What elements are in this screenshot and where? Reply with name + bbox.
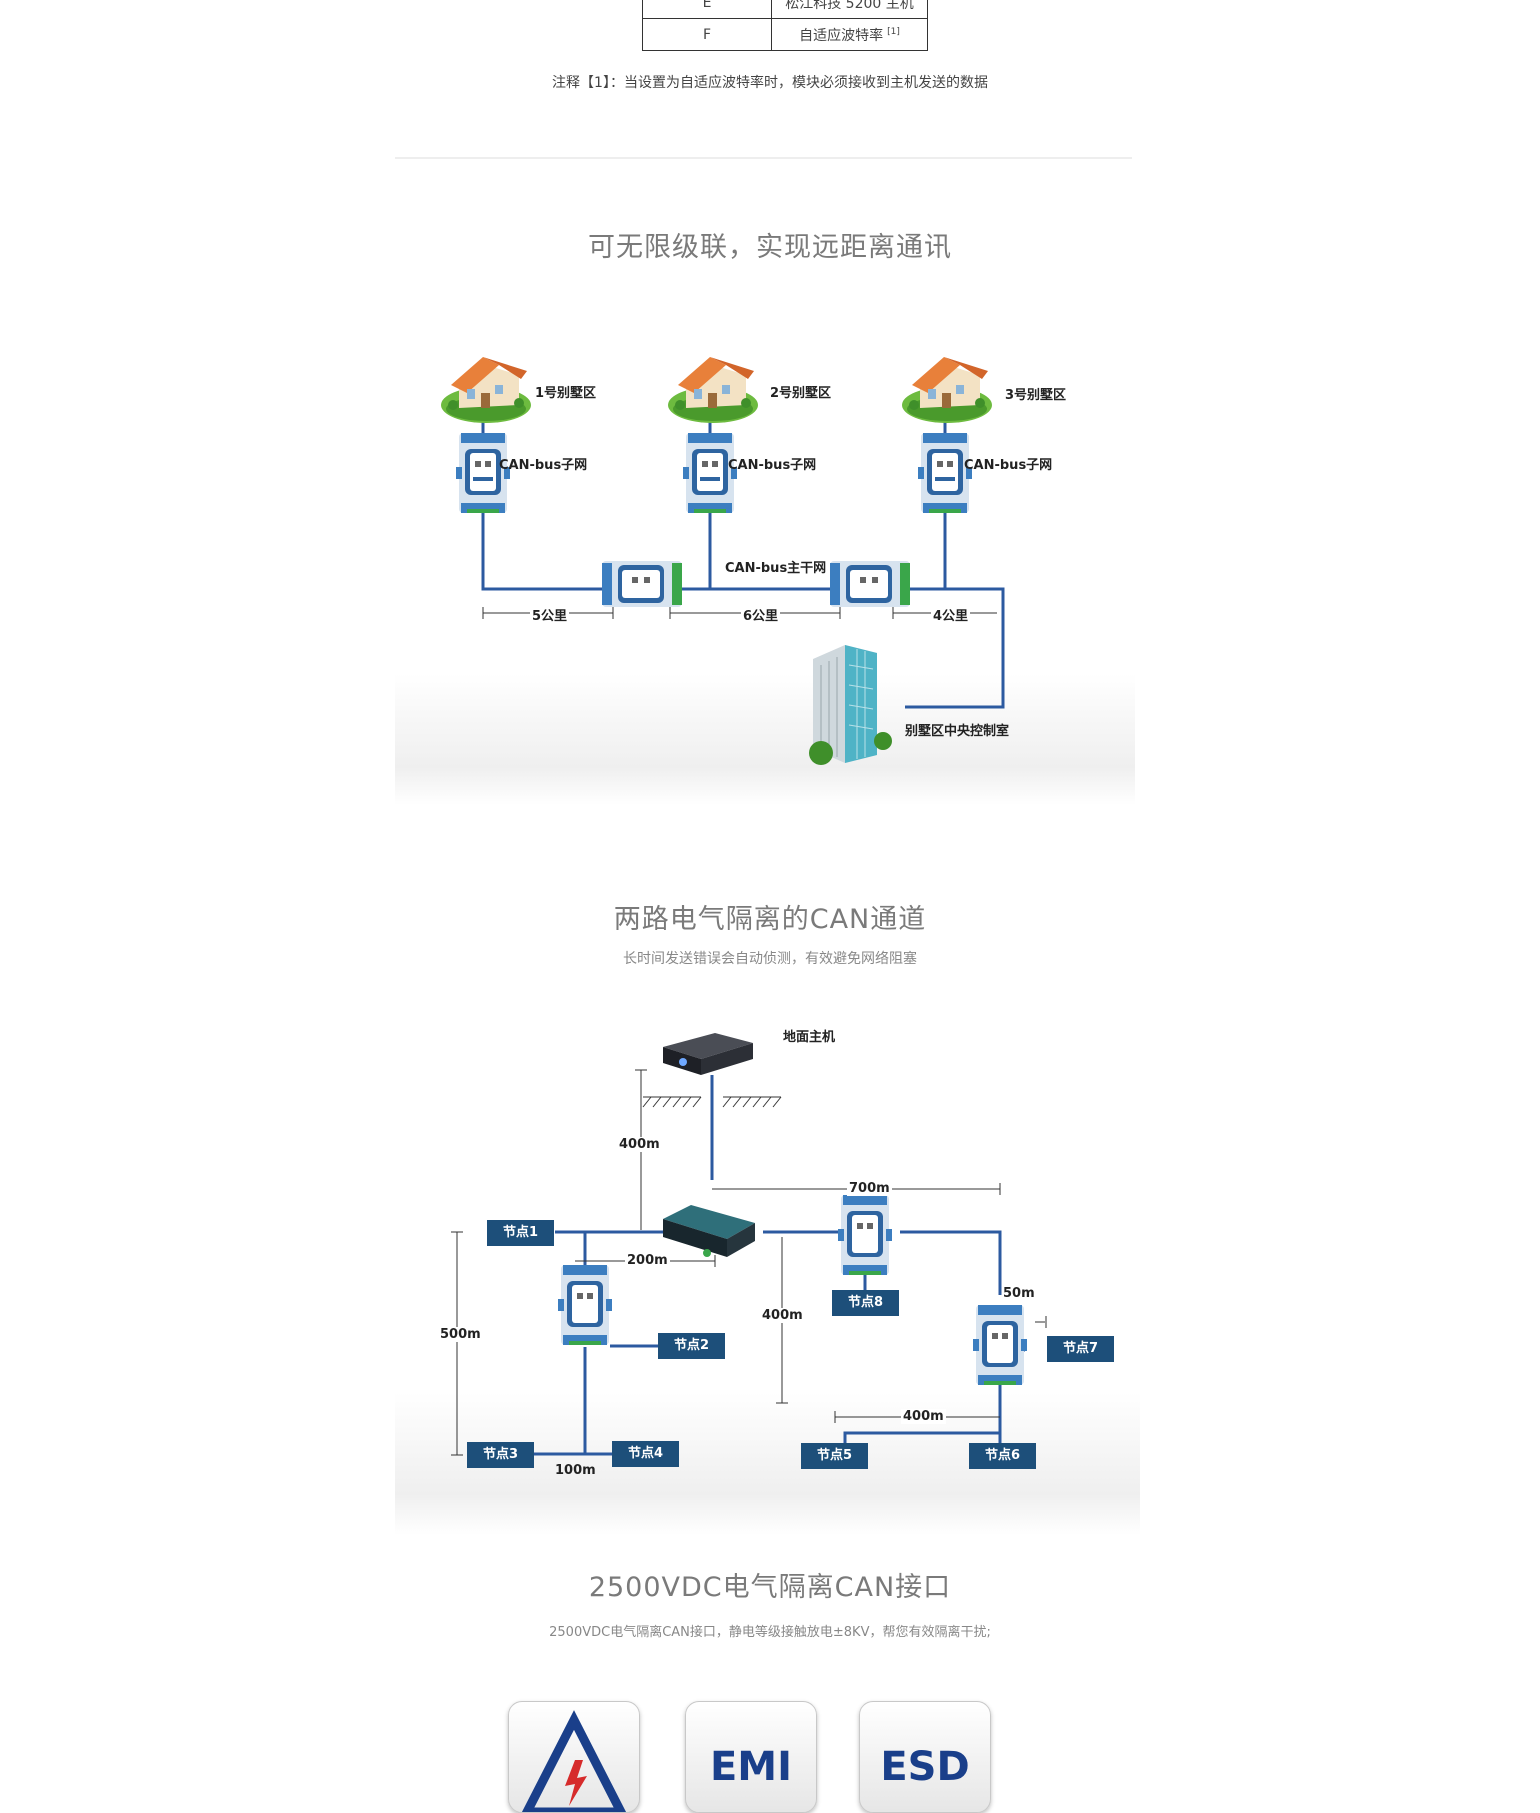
distance-label: 5公里 [530, 605, 570, 624]
subnet-label-1: CAN-bus子网 [499, 458, 588, 473]
node-badge: 节点4 [612, 1441, 679, 1467]
distance-label: 700m [847, 1181, 892, 1196]
isolation-badge [508, 1701, 640, 1813]
distance-label: 100m [555, 1463, 596, 1478]
node-badge: 节点7 [1047, 1336, 1114, 1362]
table-row: F 自适应波特率[1] [642, 18, 928, 51]
node-badge: 节点6 [969, 1443, 1036, 1469]
high-voltage-icon [521, 1710, 627, 1812]
cascade-diagram: 1号别墅区 2号别墅区 3号别墅区 CAN-bus子网 CAN-bus子网 CA… [395, 335, 1135, 805]
section2-subtitle: 长时间发送错误会自动侦测，有效避免网络阻塞 [623, 951, 917, 967]
channel-diagram: 地面主机 400m 700m 200m 500m 400m 50m 400m 1… [395, 1025, 1140, 1535]
section1-title: 可无限级联，实现远距离通讯 [588, 232, 952, 263]
villa-label-2: 2号别墅区 [770, 386, 832, 401]
channel-diagram-svg [451, 1033, 1047, 1456]
distance-label: 6公里 [741, 605, 781, 624]
table-cell-key: E [642, 0, 772, 19]
distance-label: 500m [440, 1327, 481, 1342]
distance-label: 50m [1003, 1286, 1035, 1301]
distance-label: 200m [625, 1253, 670, 1268]
distance-label: 400m [901, 1409, 946, 1424]
cascade-diagram-svg [441, 357, 1005, 765]
villa-label-3: 3号别墅区 [1005, 388, 1067, 403]
table-cell-value: 自适应波特率[1] [771, 18, 928, 51]
section3-subtitle: 2500VDC电气隔离CAN接口，静电等级接触放电±8KV，帮您有效隔离干扰; [549, 1625, 991, 1640]
emi-badge: EMI [685, 1701, 817, 1813]
footnote-text: 注释【1】：当设置为自适应波特率时，模块必须接收到主机发送的数据 [552, 75, 988, 91]
table-row: E 松江科技 5200 主机 [642, 0, 928, 19]
node-badge: 节点5 [801, 1443, 868, 1469]
emi-badge-text: EMI [709, 1744, 792, 1790]
section2-title: 两路电气隔离的CAN通道 [613, 904, 927, 935]
node-badge: 节点3 [467, 1442, 534, 1468]
node-badge: 节点1 [487, 1220, 554, 1246]
esd-badge-text: ESD [880, 1744, 970, 1790]
distance-label: 4公里 [931, 605, 971, 624]
distance-label: 400m [762, 1308, 803, 1323]
table-cell-value: 松江科技 5200 主机 [771, 0, 928, 19]
divider [395, 157, 1132, 159]
table-cell-text: 自适应波特率 [799, 27, 884, 44]
settings-table: E 松江科技 5200 主机 F 自适应波特率[1] [642, 0, 928, 51]
host-label: 地面主机 [783, 1030, 836, 1045]
villa-label-1: 1号别墅区 [535, 386, 597, 401]
table-cell-key: F [642, 18, 772, 51]
control-room-label: 别墅区中央控制室 [905, 724, 1010, 739]
node-badge: 节点8 [832, 1290, 899, 1316]
subnet-label-2: CAN-bus子网 [728, 458, 817, 473]
backbone-label: CAN-bus主干网 [725, 561, 827, 576]
node-badge: 节点2 [658, 1333, 725, 1359]
esd-badge: ESD [859, 1701, 991, 1813]
footnote-mark: [1] [887, 26, 900, 37]
distance-label: 400m [619, 1137, 660, 1152]
section3-title: 2500VDC电气隔离CAN接口 [588, 1572, 952, 1603]
subnet-label-3: CAN-bus子网 [964, 458, 1053, 473]
